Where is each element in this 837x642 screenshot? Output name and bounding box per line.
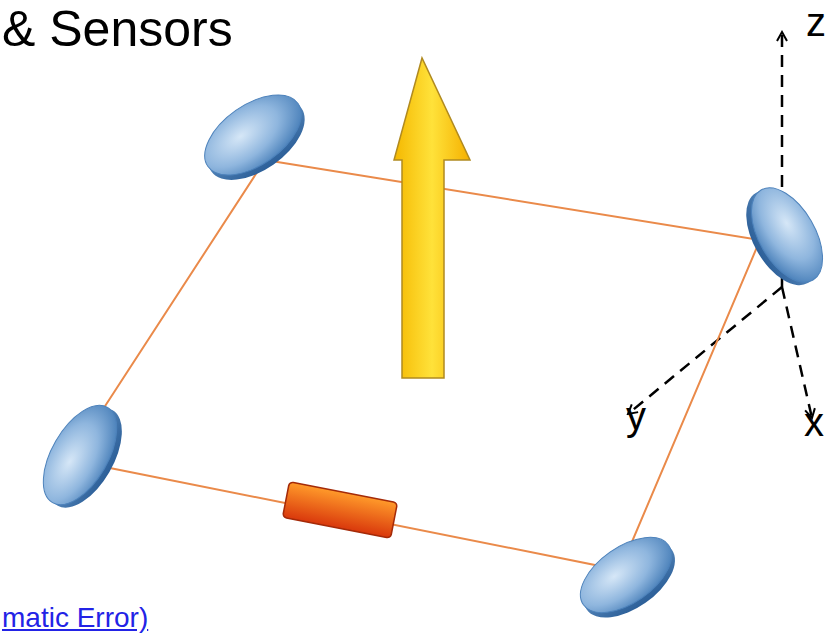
mirror (28, 393, 137, 519)
axis-label: x (804, 400, 824, 445)
link-text: matic Error) (2, 602, 148, 634)
rotation-arrow (394, 58, 470, 378)
y-axis (628, 287, 782, 414)
x-axis (782, 287, 812, 418)
slide-title: & Sensors (2, 0, 233, 58)
axis-label: z (806, 0, 826, 45)
mirror (567, 522, 688, 632)
axis-label: y (626, 394, 646, 439)
mirror (191, 79, 319, 196)
laser-tube (283, 482, 398, 538)
mirror (732, 176, 837, 297)
